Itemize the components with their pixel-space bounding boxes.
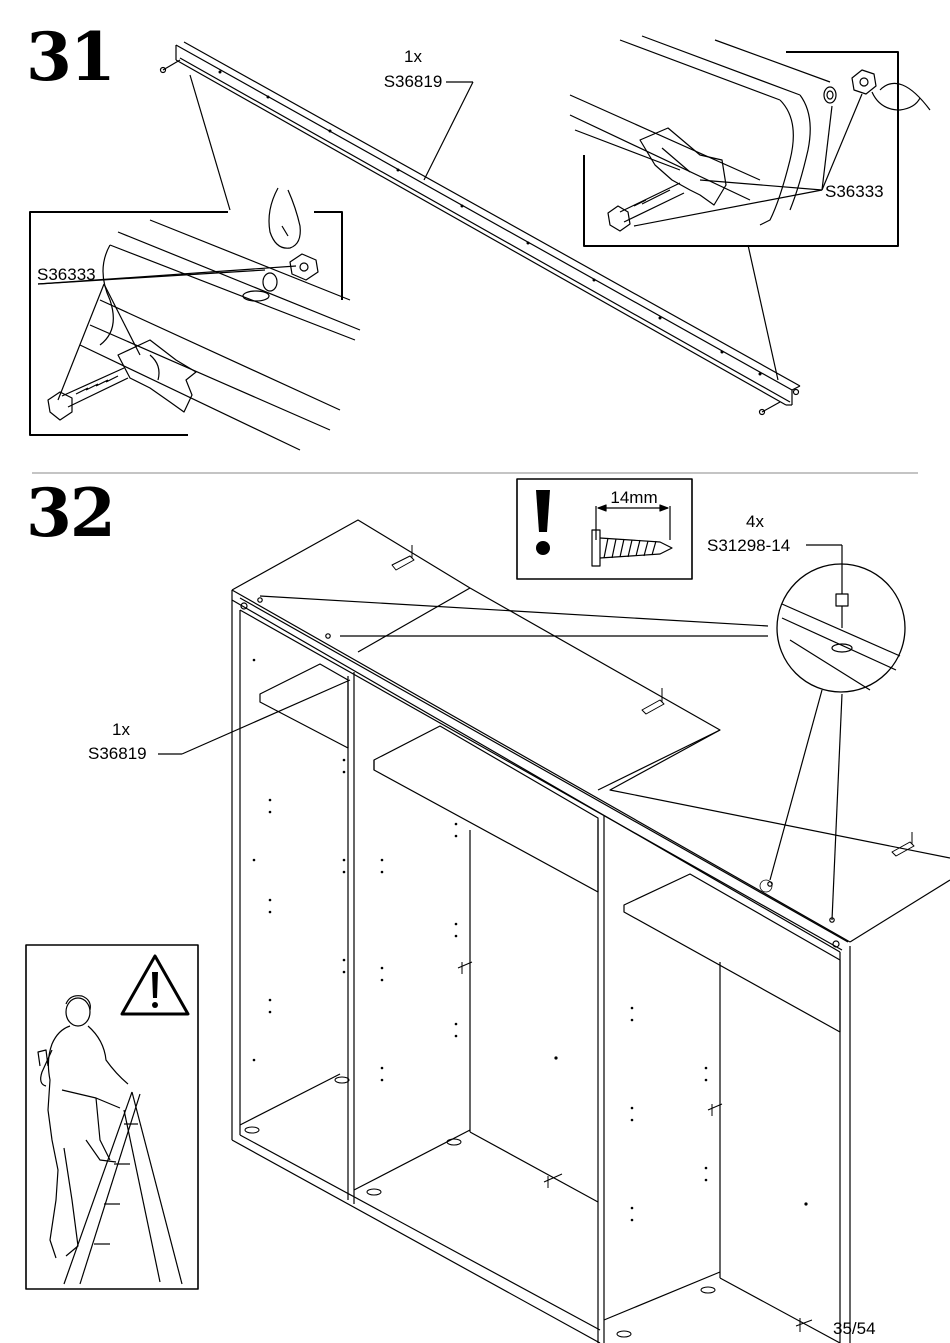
wardrobe-hardware — [244, 545, 915, 1338]
safety-warning-box — [25, 944, 199, 1290]
exclamation-icon — [536, 490, 550, 555]
rail-screws-step32 — [240, 597, 840, 948]
rail-s36819-step31 — [175, 41, 801, 406]
bolt-code-label-right-31: S36333 — [825, 182, 884, 201]
rail-holes-step31 — [218, 70, 762, 376]
bolt-code-label-left-31: S36333 — [37, 265, 96, 284]
detail-box-left-step31 — [29, 187, 361, 451]
screw-code-label: S31298-14 — [707, 536, 791, 555]
rail-end-bolts-step31 — [159, 59, 800, 416]
step-number-31: 31 — [26, 18, 116, 96]
step-number-32: 32 — [26, 474, 116, 552]
page-indicator: 35/54 — [833, 1319, 876, 1338]
rail-quantity-label-32: 1x — [112, 720, 130, 739]
screw-info-box — [516, 478, 693, 580]
magnifier-detail — [776, 544, 906, 693]
screw-length-label: 14mm — [610, 488, 658, 507]
rail-quantity-label-31: 1x — [404, 47, 422, 66]
rail-code-label-31: S36819 — [383, 72, 443, 91]
screw-quantity-label: 4x — [746, 512, 764, 531]
wardrobe-carcass — [231, 519, 950, 1343]
rail-code-label-32: S36819 — [88, 744, 147, 763]
shelf-pin-holes — [252, 658, 808, 1222]
detail-box-right-step31 — [569, 35, 931, 247]
